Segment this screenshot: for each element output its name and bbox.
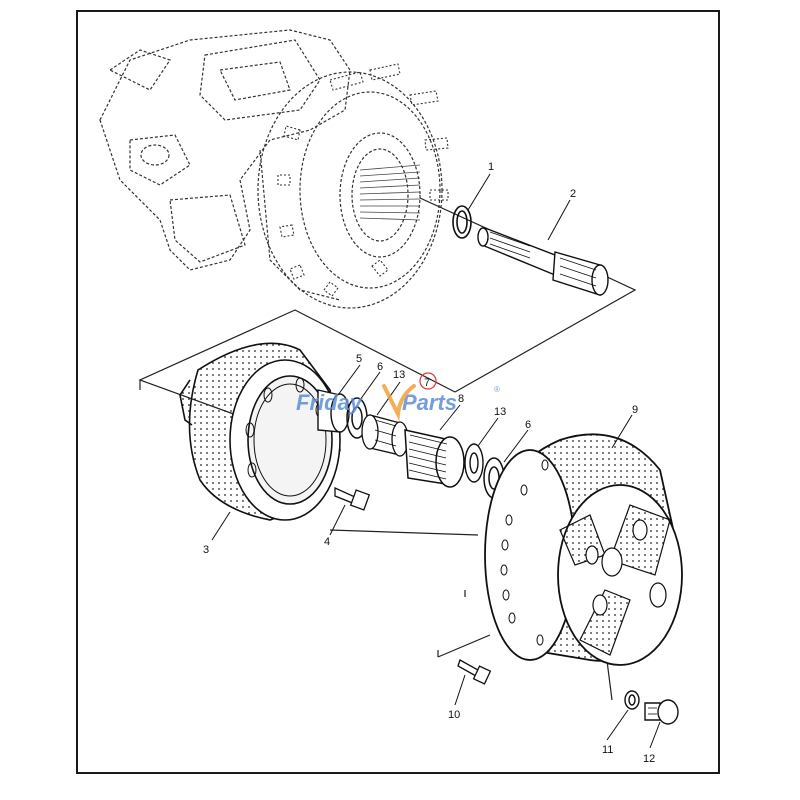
- diagram-frame: [76, 10, 720, 774]
- watermark-registered-mark: ®: [494, 385, 500, 394]
- watermark-logo: Friday Parts ®: [296, 384, 500, 421]
- callout-8: 8: [458, 393, 464, 405]
- callout-5: 5: [356, 353, 362, 365]
- callout-13-upper: 13: [393, 369, 405, 381]
- part-planet-pin: [317, 389, 350, 433]
- hub-splines: [359, 164, 421, 221]
- part-circlip: [452, 205, 472, 239]
- callout-4: 4: [324, 536, 330, 548]
- callout-13-lower: 13: [494, 406, 506, 418]
- callout-1: 1: [488, 161, 494, 173]
- callout-6-upper: 6: [377, 361, 383, 373]
- part-needle-bearing: [361, 414, 409, 457]
- part-ring-gear: [179, 342, 341, 521]
- part-bolt-2: [457, 659, 492, 685]
- highlight-circle: [419, 372, 437, 390]
- watermark-text-part2: Parts: [402, 390, 457, 415]
- part-planet-carrier: [484, 433, 683, 666]
- hub-studs: [277, 63, 449, 297]
- callout-3: 3: [203, 544, 209, 556]
- part-seal-ring: [624, 690, 640, 710]
- callout-6-lower: 6: [525, 419, 531, 431]
- callout-11: 11: [602, 744, 613, 756]
- axle-housing-drawing: [99, 29, 443, 309]
- part-bearing-2: [464, 443, 484, 483]
- callout-9: 9: [632, 404, 638, 416]
- callout-2: 2: [570, 188, 576, 200]
- callout-labels: 1 2 3 4 5 6 6 7 8 9 10 11 12 13 13: [203, 161, 655, 765]
- callout-12: 12: [643, 753, 655, 765]
- part-shaft: [477, 227, 609, 296]
- watermark-text-part1: Friday: [296, 390, 364, 415]
- part-planet-gear: [404, 429, 465, 488]
- callout-10: 10: [448, 709, 460, 721]
- watermark-swoosh-icon: [382, 384, 416, 421]
- part-bolt: [334, 486, 371, 511]
- callout-7: 7: [424, 377, 430, 389]
- part-drain-plug: [644, 699, 679, 725]
- leader-lines: [211, 173, 661, 749]
